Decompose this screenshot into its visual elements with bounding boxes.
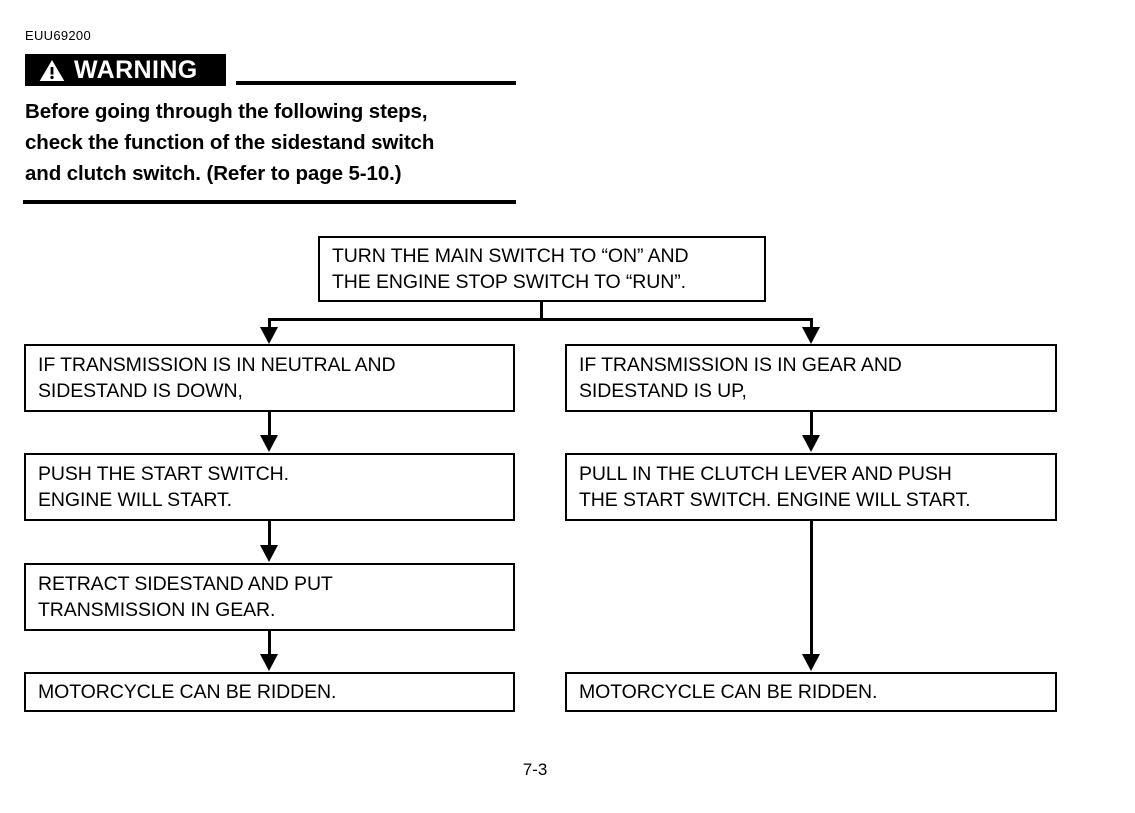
connector-branch-bar [269, 318, 813, 321]
arrow-right-1-2 [802, 435, 820, 452]
flow-box-right-1: IF TRANSMISSION IS IN GEAR AND SIDESTAND… [565, 344, 1057, 412]
warning-label: WARNING [74, 55, 198, 84]
arrow-left-1-2 [260, 435, 278, 452]
connector-right-2-3 [810, 521, 813, 655]
flow-box-right-3: MOTORCYCLE CAN BE RIDDEN. [565, 672, 1057, 712]
page-number: 7-3 [522, 760, 548, 779]
flow-box-left-4: MOTORCYCLE CAN BE RIDDEN. [24, 672, 515, 712]
flow-box-left-1: IF TRANSMISSION IS IN NEUTRAL AND SIDEST… [24, 344, 515, 412]
warning-top-rule [236, 81, 516, 85]
warning-body-text: Before going through the following steps… [25, 100, 435, 185]
warning-banner: WARNING [25, 54, 226, 86]
warning-bottom-rule [23, 200, 516, 204]
flow-box-left-4-text: MOTORCYCLE CAN BE RIDDEN. [38, 681, 337, 703]
flow-box-right-3-text: MOTORCYCLE CAN BE RIDDEN. [579, 681, 878, 703]
arrow-left-2-3 [260, 545, 278, 562]
arrow-to-left-branch [260, 327, 278, 344]
arrow-left-3-4 [260, 654, 278, 671]
flow-box-left-2: PUSH THE START SWITCH. ENGINE WILL START… [24, 453, 515, 521]
flow-box-left-1-text: IF TRANSMISSION IS IN NEUTRAL AND SIDEST… [38, 354, 396, 402]
flow-box-left-3-text: RETRACT SIDESTAND AND PUT TRANSMISSION I… [38, 573, 333, 621]
arrow-right-2-3 [802, 654, 820, 671]
connector-branch-right-drop [810, 318, 813, 330]
flow-box-left-2-text: PUSH THE START SWITCH. ENGINE WILL START… [38, 463, 289, 511]
connector-left-3-4 [268, 631, 271, 657]
flow-box-right-2: PULL IN THE CLUTCH LEVER AND PUSH THE ST… [565, 453, 1057, 521]
document-code: EUU69200 [25, 28, 91, 43]
connector-right-1-2 [810, 412, 813, 438]
flow-box-left-3: RETRACT SIDESTAND AND PUT TRANSMISSION I… [24, 563, 515, 631]
flow-box-start-text: TURN THE MAIN SWITCH TO “ON” AND THE ENG… [332, 245, 689, 293]
flow-box-right-2-text: PULL IN THE CLUTCH LEVER AND PUSH THE ST… [579, 463, 971, 511]
connector-left-2-3 [268, 521, 271, 547]
warning-triangle-icon [39, 59, 65, 81]
connector-branch-left-drop [268, 318, 271, 330]
arrow-to-right-branch [802, 327, 820, 344]
connector-start-stub [540, 302, 543, 320]
flow-box-right-1-text: IF TRANSMISSION IS IN GEAR AND SIDESTAND… [579, 354, 902, 402]
flow-box-start: TURN THE MAIN SWITCH TO “ON” AND THE ENG… [318, 236, 766, 302]
connector-left-1-2 [268, 412, 271, 438]
